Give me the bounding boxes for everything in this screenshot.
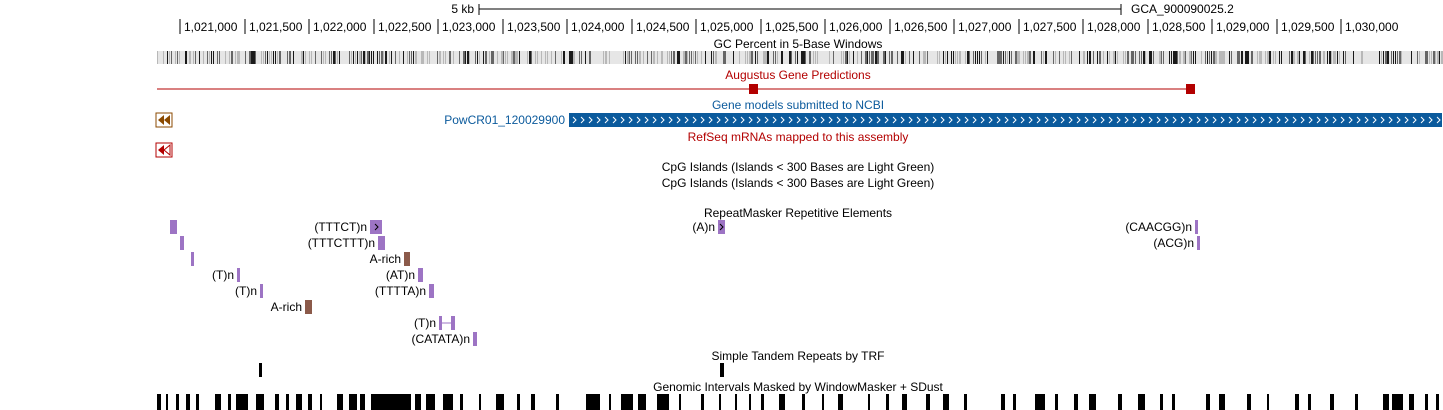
- ruler-tick-label: 1,023,500: [507, 20, 561, 34]
- ruler-tick-label: 1,021,000: [184, 20, 238, 34]
- ruler-tick-label: 1,024,500: [636, 20, 690, 34]
- ruler-tick-label: 1,029,500: [1281, 20, 1335, 34]
- ruler-tick-label: 1,022,000: [313, 20, 367, 34]
- trf-track[interactable]: [259, 363, 724, 377]
- trf-title[interactable]: Simple Tandem Repeats by TRF: [711, 349, 885, 363]
- repeatmasker-title[interactable]: RepeatMasker Repetitive Elements: [703, 206, 893, 220]
- refseq-nav-left-icon[interactable]: [155, 142, 173, 158]
- ruler-scale-label: 5 kb: [451, 2, 474, 16]
- ruler-tick-label: 1,022,500: [378, 20, 432, 34]
- repeat-label[interactable]: (AT)n: [385, 268, 415, 282]
- ncbi-gene-label[interactable]: PowCR01_120029900: [444, 113, 565, 127]
- ruler-tick-label: 1,021,500: [249, 20, 303, 34]
- ncbi-title[interactable]: Gene models submitted to NCBI: [711, 98, 885, 112]
- ruler-tick-label: 1,028,000: [1087, 20, 1141, 34]
- ruler-tick-label: 1,026,000: [829, 20, 883, 34]
- ruler-tick-label: 1,024,000: [571, 20, 625, 34]
- repeat-label[interactable]: (TTTCT)n: [314, 220, 367, 234]
- ruler-tick-label: 1,027,000: [958, 20, 1012, 34]
- cpg-title-1[interactable]: CpG Islands (Islands < 300 Bases are Lig…: [661, 160, 935, 174]
- ruler-tick-label: 1,025,500: [765, 20, 819, 34]
- repeatmasker-track[interactable]: [170, 220, 1200, 346]
- ruler-tick-label: 1,023,000: [442, 20, 496, 34]
- repeat-label[interactable]: (ACG)n: [1153, 236, 1194, 250]
- ruler-tick-label: 1,028,500: [1152, 20, 1206, 34]
- ruler-tick-label: 1,026,500: [894, 20, 948, 34]
- refseq-title[interactable]: RefSeq mRNAs mapped to this assembly: [687, 130, 909, 144]
- ruler-assembly-label: GCA_900090025.2: [1131, 2, 1234, 16]
- windowmasker-track[interactable]: [157, 394, 1439, 410]
- repeat-label[interactable]: (T)n: [414, 316, 436, 330]
- gc-percent-title[interactable]: GC Percent in 5-Base Windows: [713, 37, 883, 51]
- cpg-title-2[interactable]: CpG Islands (Islands < 300 Bases are Lig…: [661, 176, 935, 190]
- ruler-tick-label: 1,029,000: [1216, 20, 1270, 34]
- repeat-label[interactable]: A-rich: [369, 252, 401, 266]
- repeat-label[interactable]: A-rich: [270, 300, 302, 314]
- ruler-tick-label: 1,025,000: [700, 20, 754, 34]
- repeat-label[interactable]: (T)n: [235, 284, 257, 298]
- augustus-title[interactable]: Augustus Gene Predictions: [725, 68, 871, 82]
- gc-percent-track[interactable]: [157, 51, 1443, 64]
- ruler-tick-label: 1,027,500: [1023, 20, 1077, 34]
- ncbi-nav-left-icon[interactable]: [155, 112, 173, 128]
- ruler-tick-label: 1,030,000: [1345, 20, 1399, 34]
- repeat-label[interactable]: (CAACGG)n: [1125, 220, 1192, 234]
- repeat-label[interactable]: (TTTTA)n: [374, 284, 426, 298]
- ncbi-gene-model[interactable]: [569, 113, 1442, 127]
- repeat-label[interactable]: (A)n: [692, 220, 715, 234]
- windowmasker-title[interactable]: Genomic Intervals Masked by WindowMasker…: [653, 380, 943, 394]
- repeat-label[interactable]: (T)n: [212, 268, 234, 282]
- repeat-label[interactable]: (CATATA)n: [411, 332, 470, 346]
- augustus-gene-model[interactable]: [157, 84, 1195, 94]
- base-position-ruler: [179, 4, 1342, 34]
- repeat-label[interactable]: (TTTCTTT)n: [307, 236, 375, 250]
